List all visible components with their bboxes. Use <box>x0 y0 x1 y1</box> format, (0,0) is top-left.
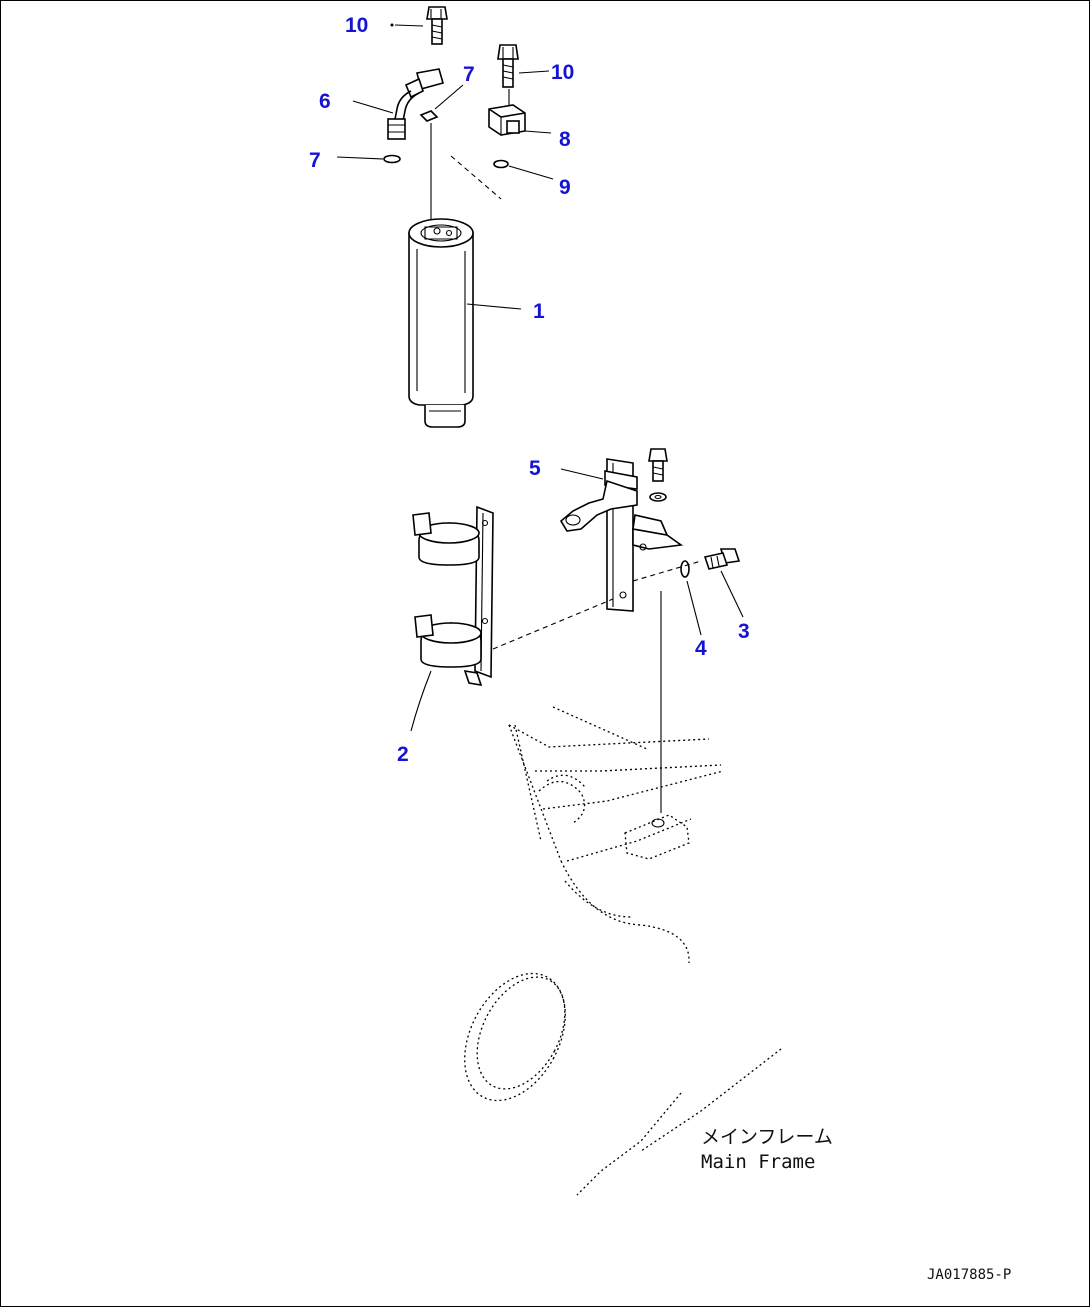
callout-7-center: 7 <box>463 63 475 86</box>
assembly-line-clamp <box>492 598 614 650</box>
main-frame-outline <box>464 706 782 1196</box>
callout-7-left: 7 <box>309 149 321 172</box>
bolt-3 <box>703 548 744 618</box>
callout-2: 2 <box>397 743 409 766</box>
assembly-line-switch <box>450 155 502 200</box>
bolt-10-top <box>390 6 448 45</box>
callout-10-top: 10 <box>345 14 368 37</box>
clamp-bracket-2 <box>410 505 494 732</box>
bolt-10-right <box>497 44 550 111</box>
figure-number: JA017885-P <box>927 1267 1011 1283</box>
callout-9: 9 <box>559 176 571 199</box>
callout-4: 4 <box>695 637 707 660</box>
bolt-bracket-top <box>648 448 668 502</box>
receiver-drier-1 <box>408 218 522 428</box>
washer-4 <box>680 560 702 636</box>
callout-1: 1 <box>533 300 545 323</box>
bracket-5 <box>559 458 684 612</box>
main-frame-label-jp: メインフレーム <box>701 1126 833 1148</box>
assembly-line-bolt <box>632 560 702 582</box>
o-ring-7-left <box>336 154 401 164</box>
sensor-harness-6 <box>352 68 444 140</box>
callout-6: 6 <box>319 90 331 113</box>
callout-5: 5 <box>529 457 541 480</box>
callout-10-right: 10 <box>551 61 574 84</box>
o-ring-9 <box>493 159 554 180</box>
o-ring-7-center <box>419 84 464 122</box>
callout-3: 3 <box>738 620 750 643</box>
callout-8: 8 <box>559 128 571 151</box>
pressure-switch-8 <box>488 104 552 136</box>
main-frame-label-en: Main Frame <box>701 1151 815 1173</box>
